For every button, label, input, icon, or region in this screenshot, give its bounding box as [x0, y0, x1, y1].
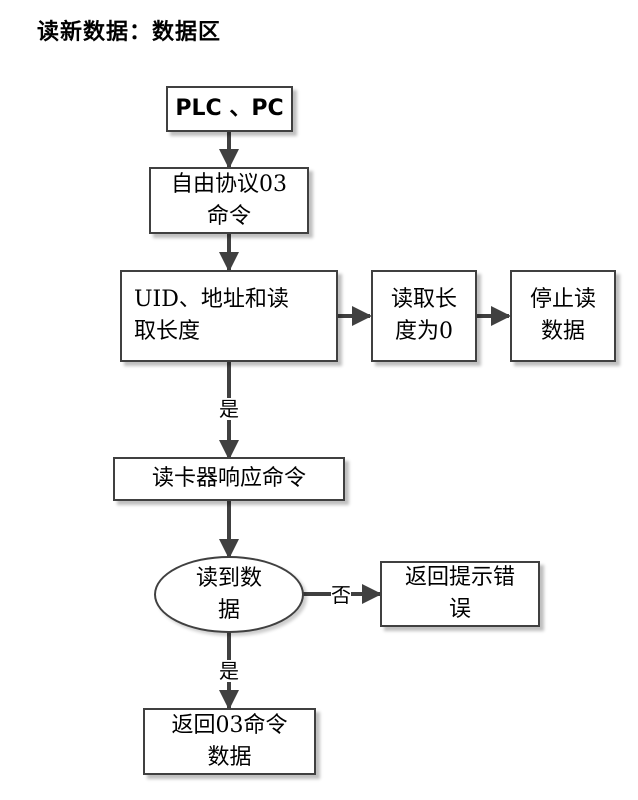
- node-uid-line1: UID、地址和读: [134, 287, 289, 312]
- node-return-error-line2: 误: [448, 597, 471, 622]
- node-protocol-cmd-line1: 自由协议03: [171, 171, 287, 197]
- edge-label-yes-1: 是: [219, 397, 239, 421]
- node-plc-pc-label: PLC 、PC: [175, 96, 284, 121]
- node-uid-line2: 取长度: [134, 319, 201, 344]
- node-reader-response: 读卡器响应命令: [113, 457, 345, 501]
- node-reader-response-label: 读卡器响应命令: [151, 466, 306, 491]
- node-uid-addr-len: UID、地址和读 取长度: [120, 270, 338, 362]
- node-return-03-line2: 数据: [207, 744, 252, 770]
- node-return-error-line1: 返回提示错: [404, 565, 515, 590]
- node-decision-line1: 读到数: [195, 565, 262, 591]
- node-stop-read-line2: 数据: [540, 319, 585, 344]
- node-data-read-decision: 读到数 据: [154, 556, 304, 633]
- node-len-zero: 读取长 度为0: [371, 270, 477, 362]
- node-protocol-cmd-line2: 命令: [206, 203, 251, 229]
- node-return-03-line1: 返回03命令: [171, 712, 288, 738]
- node-decision-line2: 据: [217, 597, 240, 623]
- node-len-zero-line1: 读取长: [390, 287, 457, 312]
- edge-label-no: 否: [331, 583, 351, 607]
- node-return-error: 返回提示错 误: [380, 561, 540, 627]
- node-stop-read: 停止读 数据: [510, 270, 616, 362]
- node-len-zero-line2: 度为0: [394, 319, 453, 344]
- node-protocol-cmd: 自由协议03 命令: [149, 167, 309, 234]
- page-title: 读新数据：数据区: [37, 19, 222, 45]
- node-return-03-data: 返回03命令 数据: [143, 708, 316, 775]
- edge-label-yes-2: 是: [219, 659, 239, 683]
- node-stop-read-line1: 停止读: [529, 287, 596, 312]
- node-plc-pc: PLC 、PC: [166, 86, 293, 132]
